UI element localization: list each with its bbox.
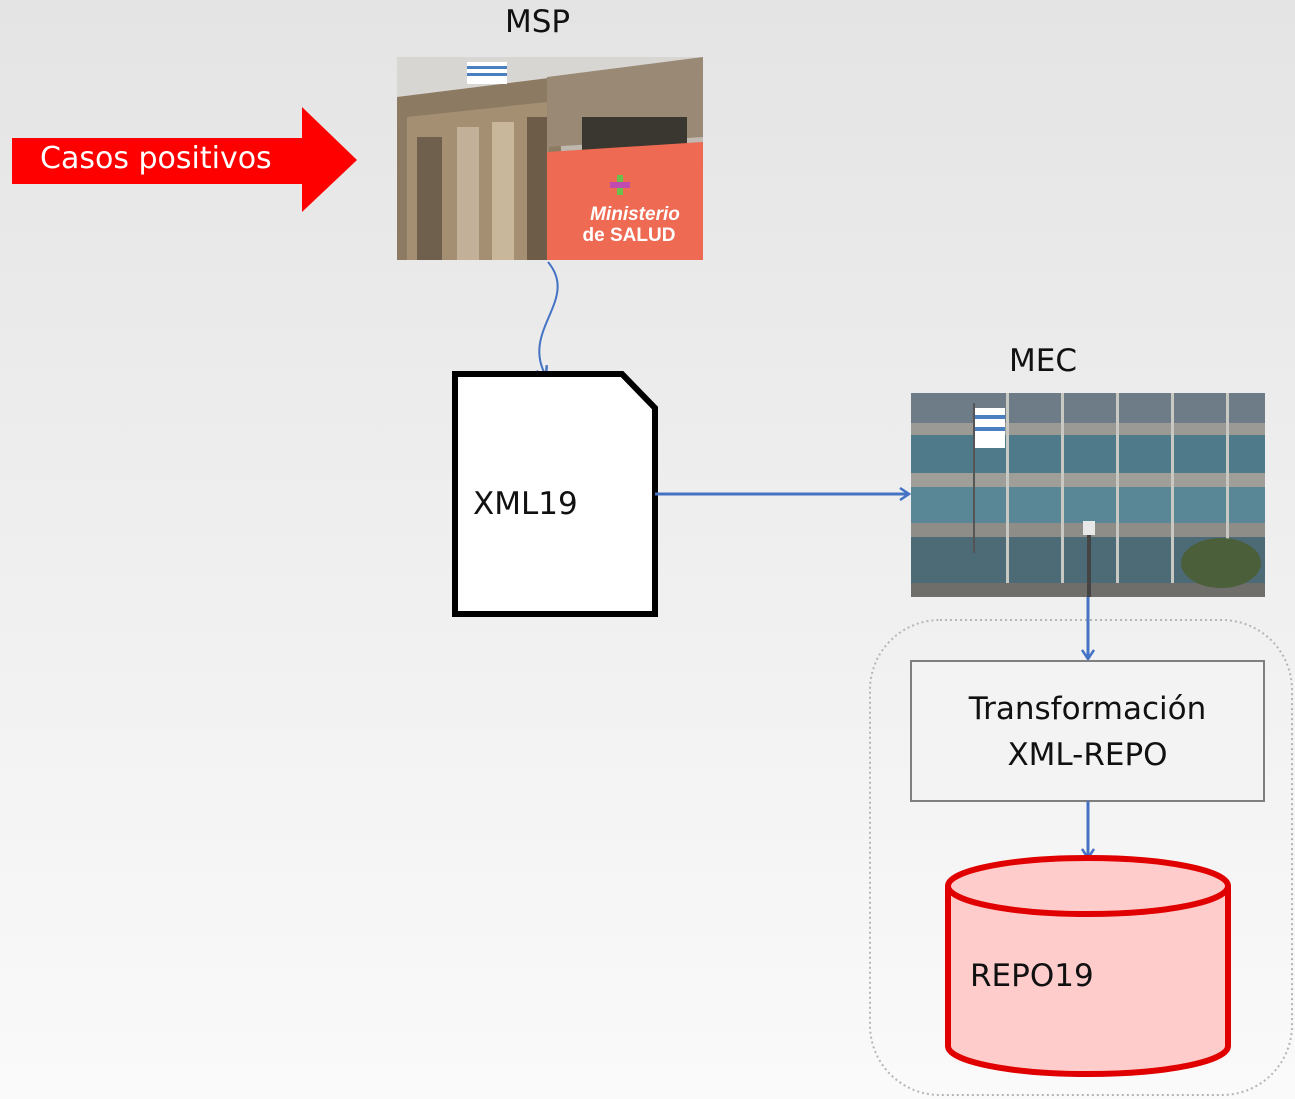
transform-box xyxy=(910,660,1265,802)
xml-document-label: XML19 xyxy=(473,486,578,522)
input-arrow-label: Casos positivos xyxy=(40,141,272,176)
mec-label: MEC xyxy=(1009,343,1077,379)
transform-label-line1: Transformación xyxy=(968,691,1207,727)
repo-database-cylinder xyxy=(945,855,1231,1077)
msp-sign-line2: de SALUD xyxy=(583,225,676,246)
input-red-arrow xyxy=(12,107,357,212)
mec-building-image xyxy=(911,393,1265,597)
xml-document-shape xyxy=(452,371,658,617)
transform-label: Transformación XML-REPO xyxy=(911,686,1264,778)
repo-label: REPO19 xyxy=(970,958,1094,994)
msp-sign-line1: Ministerio xyxy=(590,204,680,225)
msp-label: MSP xyxy=(505,4,571,40)
repo-group-boundary xyxy=(869,619,1293,1096)
msp-building-image: Ministerio de SALUD xyxy=(397,57,703,260)
transform-label-line2: XML-REPO xyxy=(1007,737,1168,773)
connector-msp-to-xml xyxy=(539,261,559,376)
